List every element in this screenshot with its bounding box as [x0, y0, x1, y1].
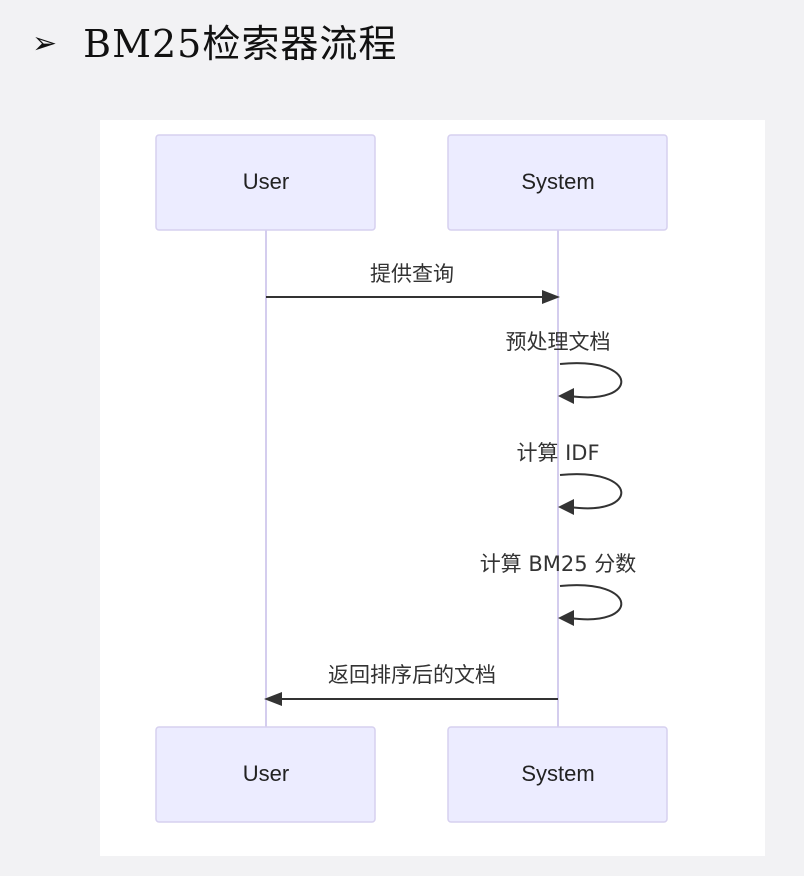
message-self-preprocess: 预处理文档 — [506, 330, 623, 404]
message-label: 计算 BM25 分数 — [480, 552, 637, 576]
message-system-to-user: 返回排序后的文档 — [264, 663, 558, 706]
section-heading: ➢ BM25检索器流程 — [32, 14, 397, 74]
actor-user-bottom: User — [155, 726, 376, 823]
arrowhead-icon — [264, 692, 282, 706]
message-label: 计算 IDF — [516, 441, 599, 465]
message-label: 预处理文档 — [506, 330, 611, 354]
message-self-loop — [559, 362, 623, 399]
actor-system-top: System — [447, 134, 668, 231]
message-label: 返回排序后的文档 — [328, 663, 496, 687]
message-self-bm25: 计算 BM25 分数 — [480, 552, 637, 626]
actor-user-top: User — [155, 134, 376, 231]
actor-user-top-label: User — [243, 169, 289, 194]
actor-system-bottom-label: System — [521, 761, 594, 786]
actor-system-bottom: System — [447, 726, 668, 823]
arrowhead-icon — [558, 499, 574, 515]
heading-title: BM25检索器流程 — [83, 22, 398, 66]
message-self-idf: 计算 IDF — [516, 441, 623, 515]
message-self-loop — [559, 473, 623, 510]
actor-user-bottom-label: User — [243, 761, 289, 786]
sequence-diagram: User System 提供查询 预处理文档 计算 IDF 计算 BM25 分数 — [100, 120, 765, 856]
message-self-loop — [559, 584, 623, 621]
arrowhead-icon — [558, 610, 574, 626]
arrowhead-icon — [542, 290, 560, 304]
message-user-to-system: 提供查询 — [266, 262, 560, 304]
message-label: 提供查询 — [370, 262, 454, 286]
sequence-diagram-canvas: User System 提供查询 预处理文档 计算 IDF 计算 BM25 分数 — [155, 134, 668, 823]
arrow-bullet-icon: ➢ — [32, 26, 58, 61]
actor-system-top-label: System — [521, 169, 594, 194]
arrowhead-icon — [558, 388, 574, 404]
